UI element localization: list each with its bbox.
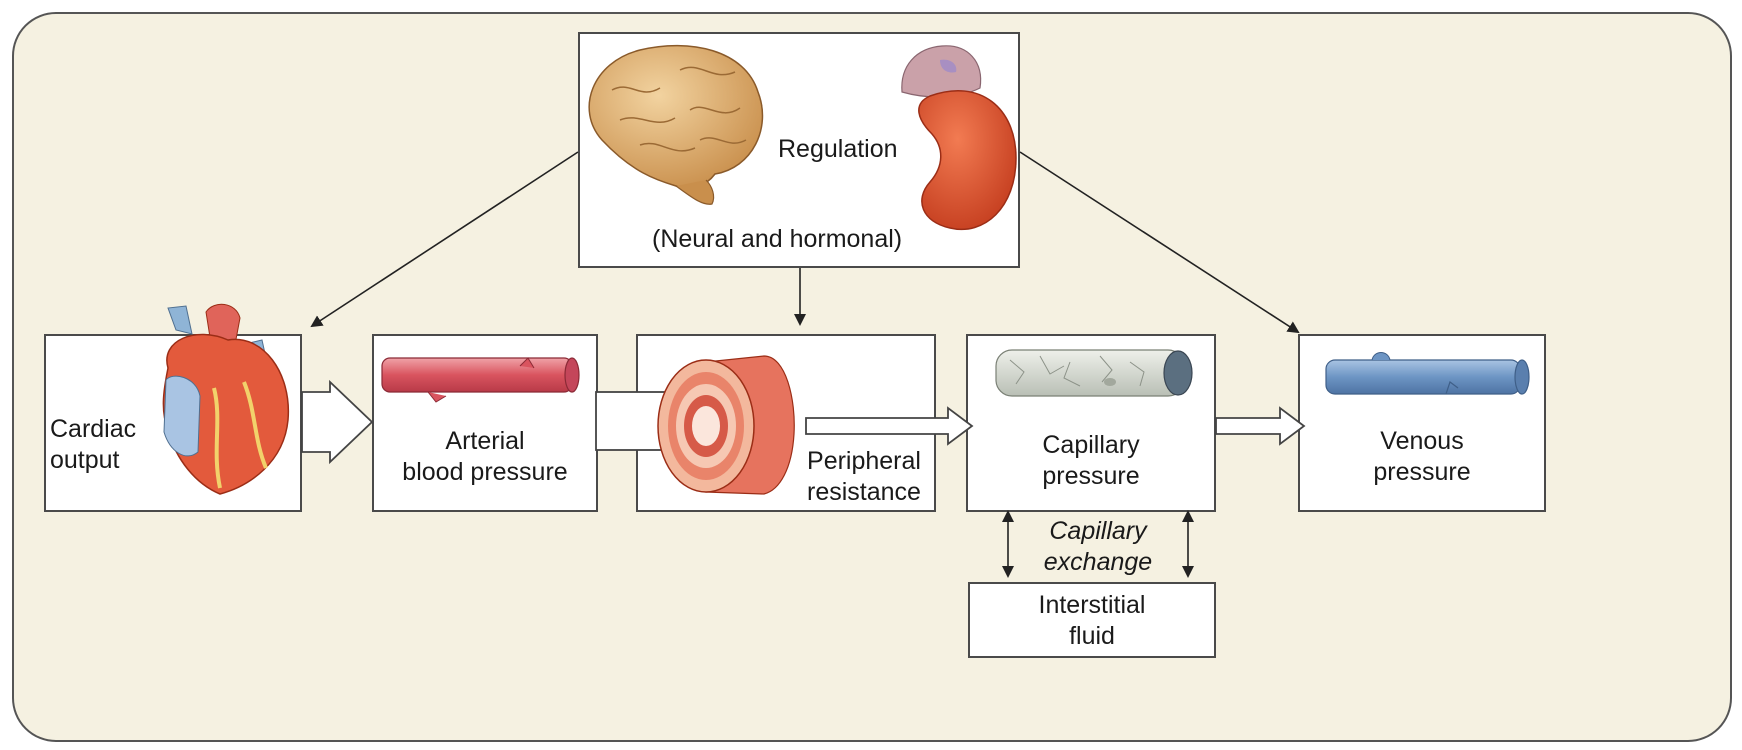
- exchange-line2: exchange: [1018, 547, 1178, 578]
- capillary-exchange-label: Capillary exchange: [1018, 516, 1178, 578]
- cardiac-to-arterial-arrow: [302, 382, 372, 462]
- arterial-line2: blood pressure: [372, 457, 598, 488]
- arterial-pressure-label: Arterial blood pressure: [372, 426, 598, 488]
- vein-icon: [1326, 353, 1529, 395]
- cardiac-output-label: Cardiac output: [50, 414, 136, 476]
- peripheral-line2: resistance: [798, 477, 930, 508]
- peripheral-to-capillary-arrow: [806, 408, 972, 444]
- heart-icon: [163, 304, 288, 494]
- interstitial-line2: fluid: [968, 621, 1216, 652]
- interstitial-fluid-label: Interstitial fluid: [968, 590, 1216, 652]
- regulation-title: Regulation: [778, 134, 898, 165]
- capillary-pressure-label: Capillary pressure: [966, 430, 1216, 492]
- venous-pressure-label: Venous pressure: [1298, 426, 1546, 488]
- vessel-cross-section-icon: [658, 356, 794, 494]
- capillary-to-venous-arrow: [1216, 408, 1304, 444]
- brain-icon: [589, 46, 762, 205]
- cardiac-line2: output: [50, 445, 136, 476]
- venous-line2: pressure: [1298, 457, 1546, 488]
- interstitial-line1: Interstitial: [968, 590, 1216, 621]
- regulation-to-cardiac-arrow: [312, 152, 578, 326]
- cardiac-line1: Cardiac: [50, 414, 136, 445]
- kidney-icon: [902, 46, 1016, 230]
- regulation-subtitle: (Neural and hormonal): [652, 224, 902, 255]
- peripheral-line1: Peripheral: [798, 446, 930, 477]
- exchange-line1: Capillary: [1018, 516, 1178, 547]
- regulation-to-venous-arrow: [1020, 152, 1298, 332]
- arterial-line1: Arterial: [372, 426, 598, 457]
- peripheral-resistance-label: Peripheral resistance: [798, 446, 930, 508]
- capillary-line1: Capillary: [966, 430, 1216, 461]
- artery-icon: [382, 358, 579, 402]
- capillary-line2: pressure: [966, 461, 1216, 492]
- venous-line1: Venous: [1298, 426, 1546, 457]
- capillary-icon: [996, 350, 1192, 396]
